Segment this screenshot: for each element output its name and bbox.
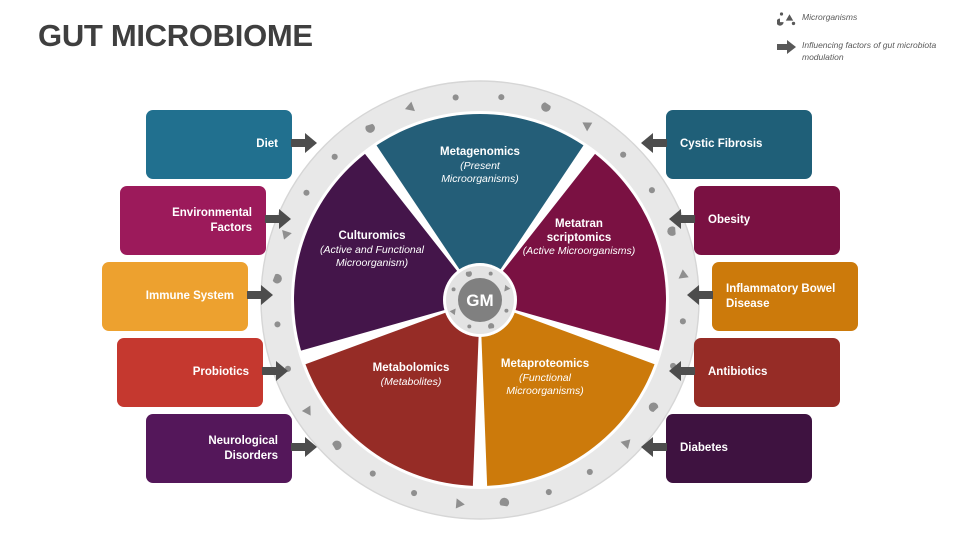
microorganism-glyph — [369, 470, 376, 477]
legend-item-influencing-factors: Influencing factors of gut microbiota mo… — [772, 38, 952, 63]
microorganism-glyph — [679, 318, 686, 325]
arrow-shape — [247, 285, 273, 305]
microorganism-glyph — [620, 151, 627, 158]
arrow-shape — [262, 361, 288, 381]
arrow-shape — [265, 209, 291, 229]
factor-box-label: Antibiotics — [708, 366, 768, 378]
microorganism-glyph — [488, 271, 493, 276]
hub-label: GM — [466, 291, 493, 310]
arrow-shape — [687, 285, 713, 305]
outer-ring-microorganisms — [272, 94, 689, 509]
microorganism-glyph — [504, 284, 511, 292]
microorganism-glyph — [365, 123, 375, 133]
factor-box-inflammatory-bowel-disease[interactable]: Inflammatory Bowel Disease — [712, 262, 858, 331]
influence-arrow-right-0 — [291, 133, 317, 153]
influence-arrow-left-4 — [641, 437, 667, 457]
factor-box-label: Inflammatory Bowel Disease — [726, 282, 836, 310]
factor-box-environmental-factors[interactable]: Environmental Factors — [120, 186, 266, 255]
influence-arrow-right-1 — [265, 209, 291, 229]
legend-label: Microrganisms — [802, 12, 858, 22]
microorganism-glyph — [667, 226, 676, 236]
microorganisms-icon — [772, 10, 802, 29]
microorganism-glyph — [455, 498, 465, 509]
microorganism-glyph — [274, 321, 281, 328]
microorganism-glyph — [465, 271, 472, 277]
microorganism-glyph — [282, 229, 292, 240]
factor-box-diet[interactable]: Diet — [146, 110, 292, 179]
microorganism-glyph — [499, 497, 510, 507]
page-title: GUT MICROBIOME — [38, 18, 313, 53]
wheel-segment-metagenomics[interactable] — [376, 113, 584, 300]
microorganism-glyph — [303, 189, 310, 196]
influence-arrow-left-2 — [687, 285, 713, 305]
microorganism-glyph — [498, 94, 505, 101]
factor-box-neurological-disorders[interactable]: Neurological Disorders — [146, 414, 292, 483]
factor-box-label: Diabetes — [680, 442, 728, 454]
microorganism-glyph — [332, 440, 342, 451]
influence-arrow-right-2 — [247, 285, 273, 305]
legend-label: Influencing factors of gut microbiota mo… — [802, 40, 937, 62]
gut-microbiome-wheel: GM Metagenomics (Present Microorganisms)… — [258, 78, 702, 522]
factor-box-probiotics[interactable]: Probiotics — [117, 338, 263, 407]
microorganism-glyph — [582, 122, 593, 132]
microorganism-glyph — [301, 405, 311, 416]
microorganism-glyph — [272, 273, 282, 284]
microorganism-glyph — [404, 101, 415, 112]
microorganism-glyph — [678, 269, 689, 279]
influence-arrow-left-1 — [669, 209, 695, 229]
arrow-right-icon — [772, 38, 802, 55]
factor-box-label: Environmental Factors — [172, 206, 252, 234]
factor-box-label: Probiotics — [192, 366, 249, 378]
microorganism-glyph — [411, 490, 418, 497]
influence-arrow-right-3 — [262, 361, 288, 381]
factor-box-label: Neurological Disorders — [208, 434, 278, 462]
influence-arrow-left-0 — [641, 133, 667, 153]
microorganism-glyph — [648, 187, 655, 194]
microorganism-glyph — [648, 402, 659, 412]
arrow-shape — [669, 209, 695, 229]
factor-box-antibiotics[interactable]: Antibiotics — [694, 338, 840, 407]
arrow-shape — [669, 361, 695, 381]
factor-box-obesity[interactable]: Obesity — [694, 186, 840, 255]
arrow-shape — [291, 437, 317, 457]
microorganism-glyph — [488, 323, 495, 329]
influence-arrow-left-3 — [669, 361, 695, 381]
arrow-shape — [641, 437, 667, 457]
legend: Microrganisms Influencing factors of gut… — [772, 10, 952, 72]
wheel-segment-metabolomics[interactable] — [305, 300, 480, 486]
microorganism-glyph — [541, 102, 551, 112]
arrow-shape — [291, 133, 317, 153]
factor-box-label: Obesity — [708, 214, 751, 226]
microorganism-glyph — [449, 308, 456, 316]
microorganism-glyph — [452, 94, 459, 101]
wheel-segments — [294, 113, 666, 486]
microorganism-glyph — [504, 308, 509, 313]
factor-box-label: Cystic Fibrosis — [680, 138, 763, 150]
legend-item-microorganisms: Microrganisms — [772, 10, 952, 29]
wheel-segment-culturomics[interactable] — [294, 153, 480, 351]
microorganism-glyph — [620, 439, 631, 449]
microorganism-glyph — [467, 324, 472, 329]
factor-box-label: Diet — [256, 138, 278, 150]
factor-box-label: Immune System — [145, 290, 234, 302]
wheel-svg: GM — [260, 80, 700, 520]
factor-box-immune-system[interactable]: Immune System — [102, 262, 248, 331]
hub-microorganisms — [449, 271, 511, 329]
hub-core — [458, 278, 502, 322]
arrow-shape — [641, 133, 667, 153]
wheel-segment-metatranscriptomics[interactable] — [480, 153, 666, 351]
factor-box-diabetes[interactable]: Diabetes — [666, 414, 812, 483]
influence-arrow-right-4 — [291, 437, 317, 457]
wheel-segment-metaproteomics[interactable] — [480, 300, 655, 486]
microorganism-glyph — [331, 153, 338, 160]
microorganism-glyph — [545, 489, 552, 496]
factor-box-cystic-fibrosis[interactable]: Cystic Fibrosis — [666, 110, 812, 179]
microorganism-glyph — [586, 468, 593, 475]
microorganism-glyph — [451, 287, 456, 292]
